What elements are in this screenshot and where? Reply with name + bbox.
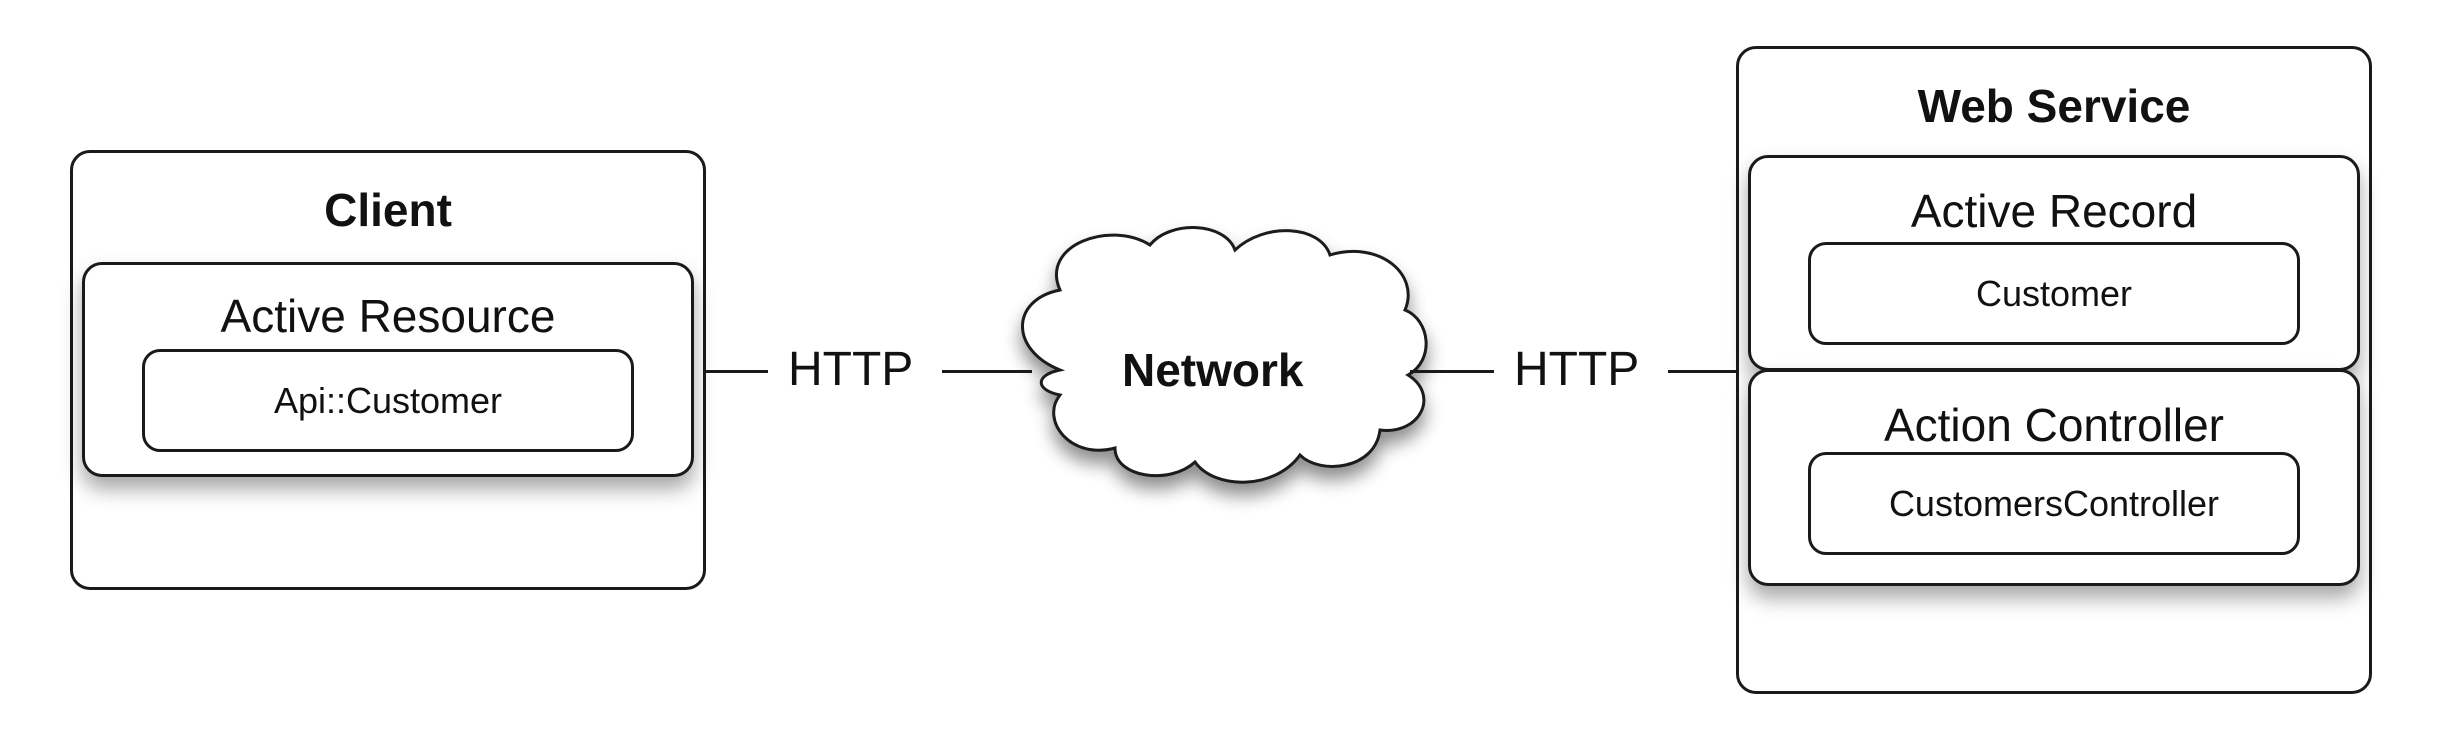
active-record-box: Active Record Customer	[1748, 155, 2360, 371]
web-service-title: Web Service	[1917, 80, 2191, 132]
customers-controller-label: CustomersController	[1888, 482, 2220, 524]
left-http-label: HTTP	[788, 343, 914, 396]
active-resource-box: Active Resource Api::Customer	[82, 262, 694, 477]
network-cloud-shape	[1021, 226, 1428, 484]
customer-label: Customer	[1975, 272, 2133, 314]
right-http-label: HTTP	[1514, 343, 1640, 396]
api-customer-box: Api::Customer	[142, 349, 634, 452]
active-resource-title: Active Resource	[220, 290, 556, 342]
api-customer-label: Api::Customer	[273, 379, 503, 421]
right-connector-line-a	[1410, 370, 1494, 373]
action-controller-title: Action Controller	[1883, 399, 2225, 451]
customers-controller-box: CustomersController	[1808, 452, 2300, 555]
active-record-title: Active Record	[1910, 185, 2198, 237]
client-title: Client	[324, 184, 452, 236]
network-label: Network	[1122, 344, 1304, 396]
left-connector-line-a	[706, 370, 768, 373]
left-connector-line-b	[942, 370, 1032, 373]
customer-box: Customer	[1808, 242, 2300, 345]
action-controller-box: Action Controller CustomersController	[1748, 369, 2360, 586]
right-connector-line-b	[1668, 370, 1738, 373]
